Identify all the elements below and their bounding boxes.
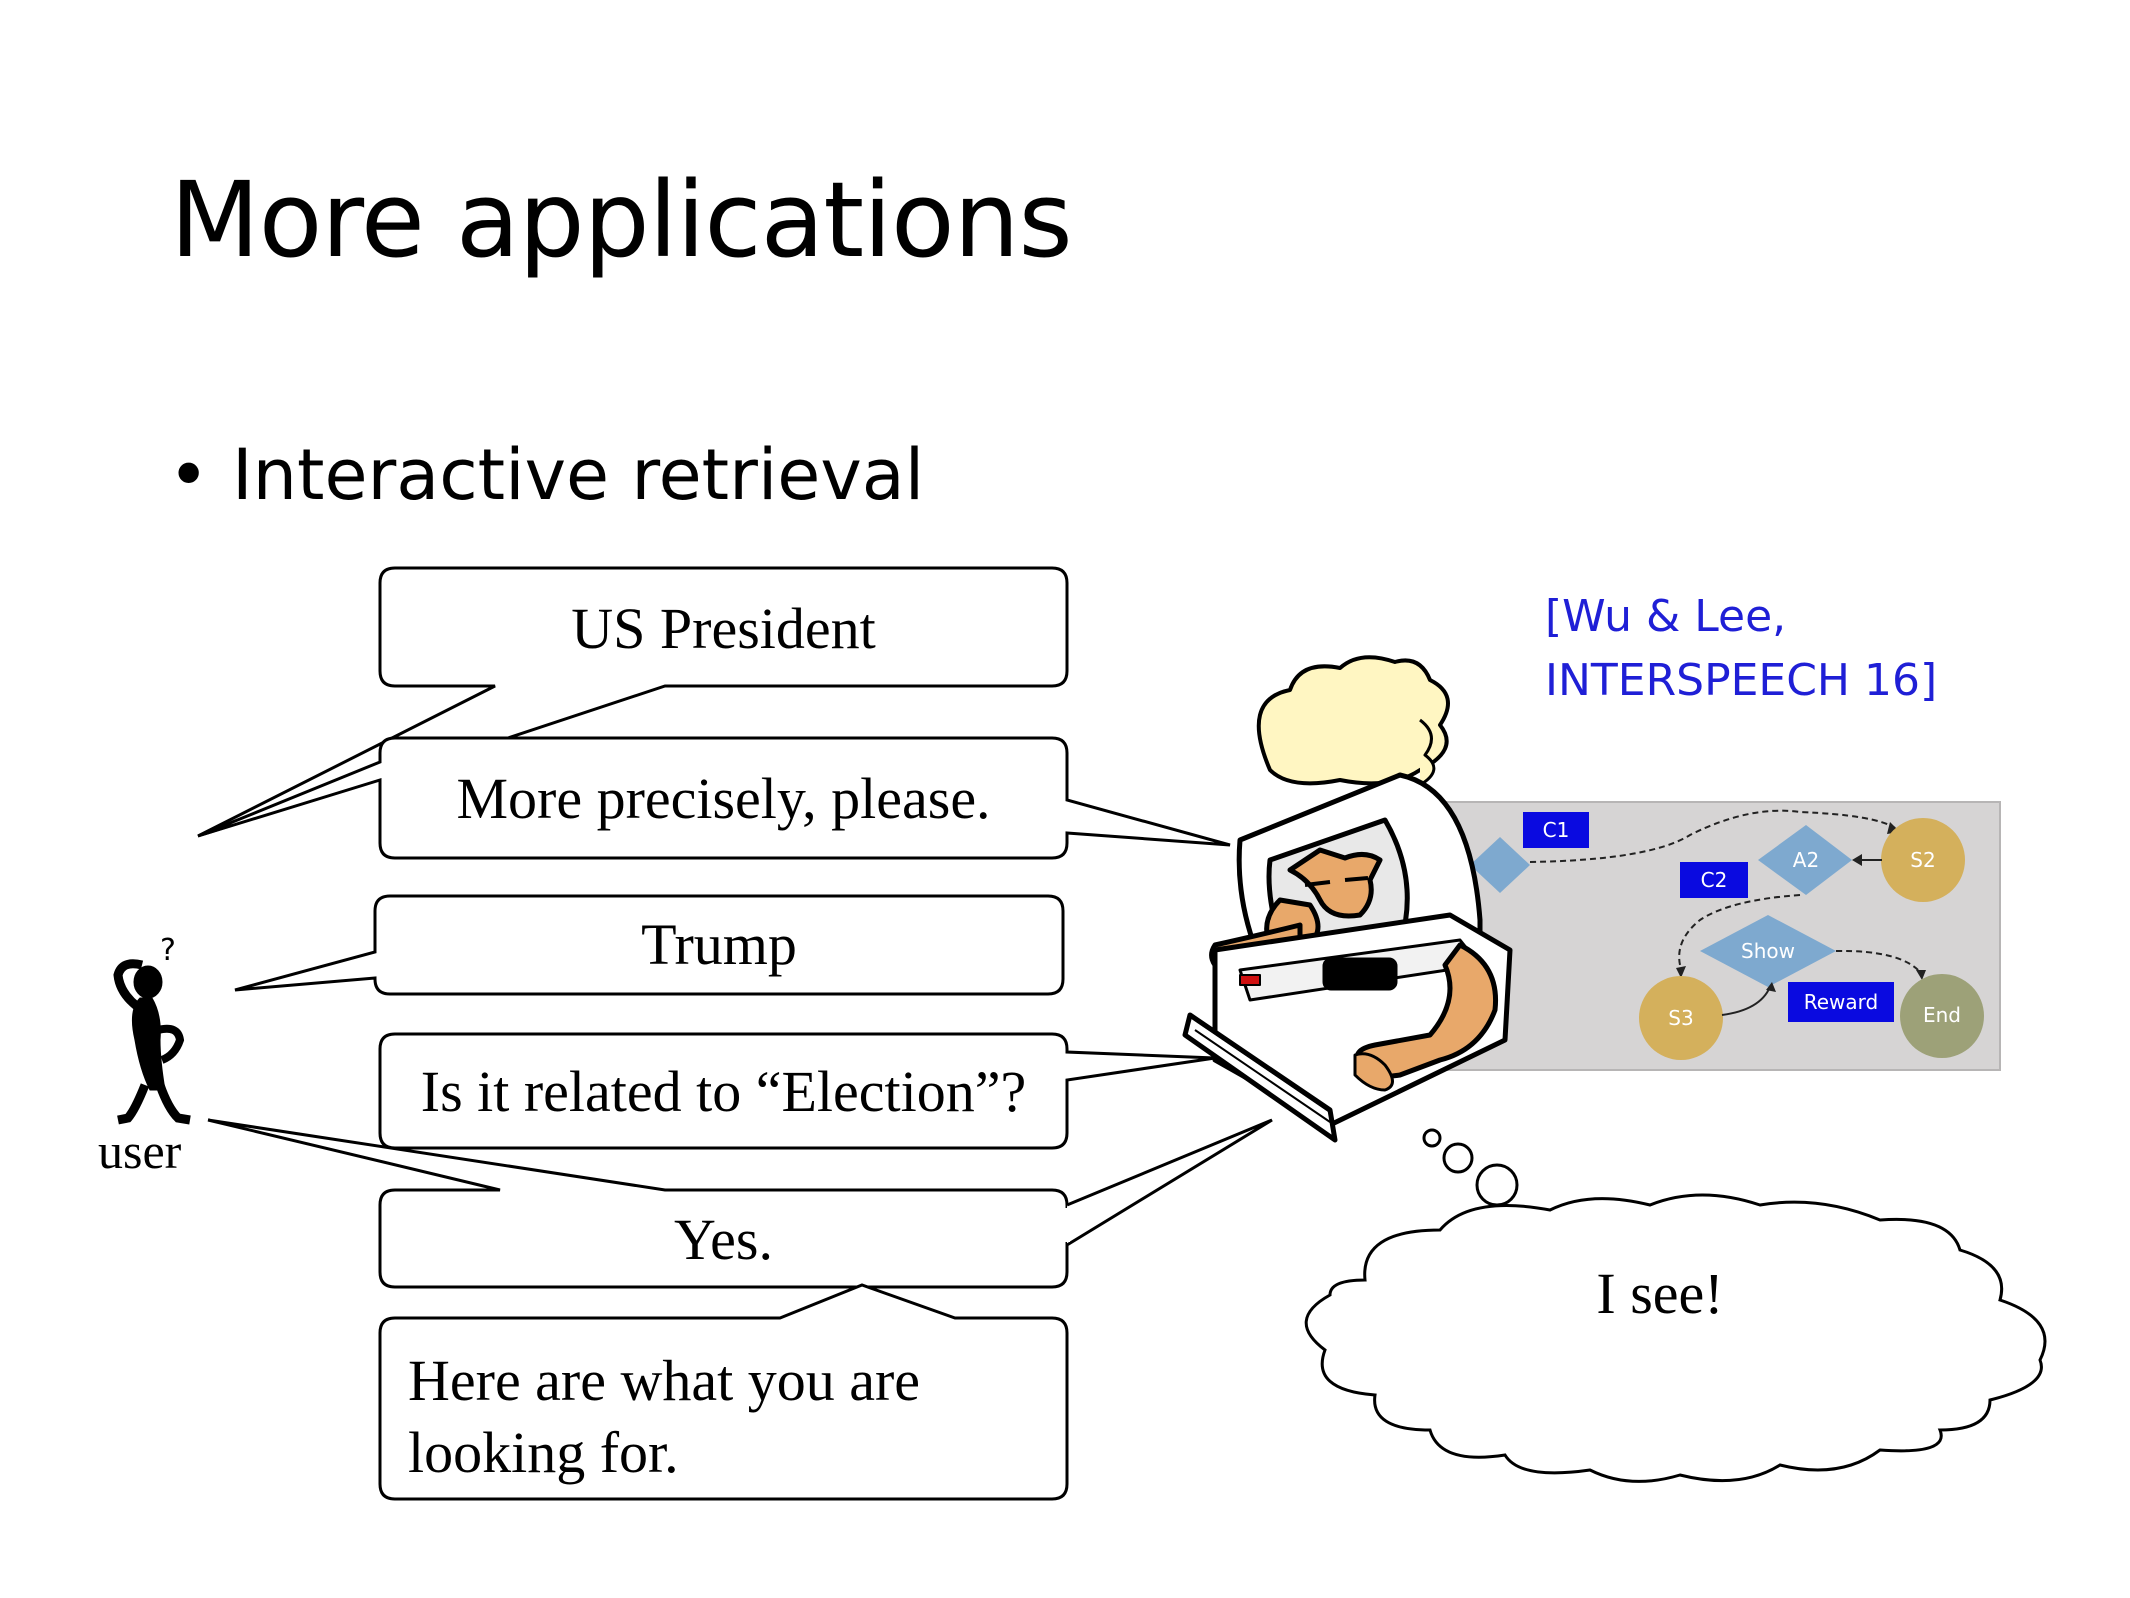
thought-text: I see! (1596, 1261, 1724, 1326)
label-a2: A2 (1793, 848, 1819, 872)
label-show: Show (1741, 939, 1795, 963)
bullet-item: •Interactive retrieval (168, 440, 924, 510)
bullet-text: Interactive retrieval (232, 434, 925, 516)
label-reward: Reward (1804, 990, 1878, 1014)
slide-title: More applications (170, 159, 1073, 281)
dialog-text-3: Trump (641, 912, 797, 977)
bullet-dot: • (168, 434, 210, 516)
dialog-text-6-line-1: Here are what you are (408, 1348, 921, 1413)
flowchart-panel: C1 A2 C2 S2 Show S3 Reward End (1424, 801, 2001, 1071)
bubble-election (378, 1032, 1216, 1150)
bubble-results (378, 1283, 1069, 1501)
bubble-yes-tail (1066, 1118, 1273, 1247)
citation-line-2: INTERSPEECH 16] (1545, 655, 1938, 706)
dialog-text-6: Here are what you are looking for. (408, 1345, 920, 1489)
arrow-a1-s2 (1529, 809, 1896, 863)
dialog-text-1: US President (571, 596, 876, 661)
label-s3: S3 (1668, 1006, 1693, 1030)
citation-line-1: [Wu & Lee, (1545, 591, 1787, 642)
dialog-text-6-line-2: looking for. (408, 1420, 679, 1485)
dialog-text-4: Is it related to “Election”? (420, 1059, 1027, 1124)
diamond-show (1700, 915, 1836, 987)
box-c2 (1680, 862, 1748, 898)
box-reward (1788, 982, 1894, 1022)
computer-character (1182, 655, 1513, 1143)
thought-dot-2 (1442, 1142, 1474, 1174)
user-figure (113, 959, 191, 1125)
label-s2: S2 (1910, 848, 1935, 872)
user-label: user (98, 1123, 182, 1179)
box-c1 (1523, 812, 1589, 848)
bubble-more-precisely (197, 736, 1231, 860)
label-c1: C1 (1543, 818, 1570, 842)
state-s3 (1639, 976, 1723, 1060)
arrow-a2-s3 (1678, 894, 1801, 966)
label-end: End (1923, 1003, 1961, 1027)
bubble-yes (207, 1118, 1069, 1289)
dialog-text-5: Yes. (674, 1207, 773, 1272)
diamond-a2 (1758, 825, 1852, 895)
state-s2 (1881, 818, 1965, 902)
diamond-a1 (1470, 837, 1530, 893)
label-c2: C2 (1701, 868, 1728, 892)
thought-cloud (1304, 1193, 2047, 1483)
citation: [Wu & Lee, INTERSPEECH 16] (1545, 585, 1937, 713)
arrow-s3-show (1721, 986, 1771, 1016)
thought-dot-1 (1422, 1128, 1442, 1148)
user-question-mark: ? (160, 933, 176, 968)
thought-dot-3 (1475, 1163, 1519, 1207)
state-end (1900, 974, 1984, 1058)
bubble-trump (234, 894, 1065, 996)
dialog-text-2: More precisely, please. (456, 766, 991, 831)
arrow-show-end (1835, 949, 1921, 973)
